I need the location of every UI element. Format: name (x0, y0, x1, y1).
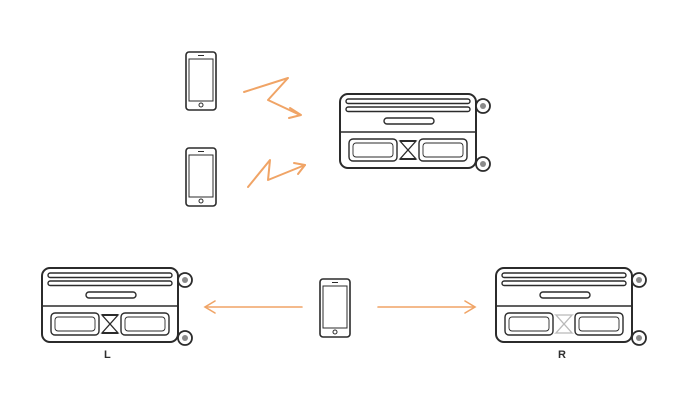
right-label: R (558, 349, 566, 361)
phone-icon-bottom (319, 278, 351, 338)
arrow-icon-left (203, 300, 303, 314)
arrow-icon-right (377, 300, 477, 314)
bluetooth-signal-icon-lower (247, 159, 306, 188)
suitcase-icon-top (339, 93, 491, 172)
suitcase-clasp-highlight (554, 314, 574, 334)
phone-icon-top-upper (185, 51, 217, 111)
left-label: L (104, 349, 111, 361)
bluetooth-signal-icon-upper (243, 77, 302, 119)
phone-icon-top-lower (185, 147, 217, 207)
suitcase-icon-left (41, 267, 193, 346)
